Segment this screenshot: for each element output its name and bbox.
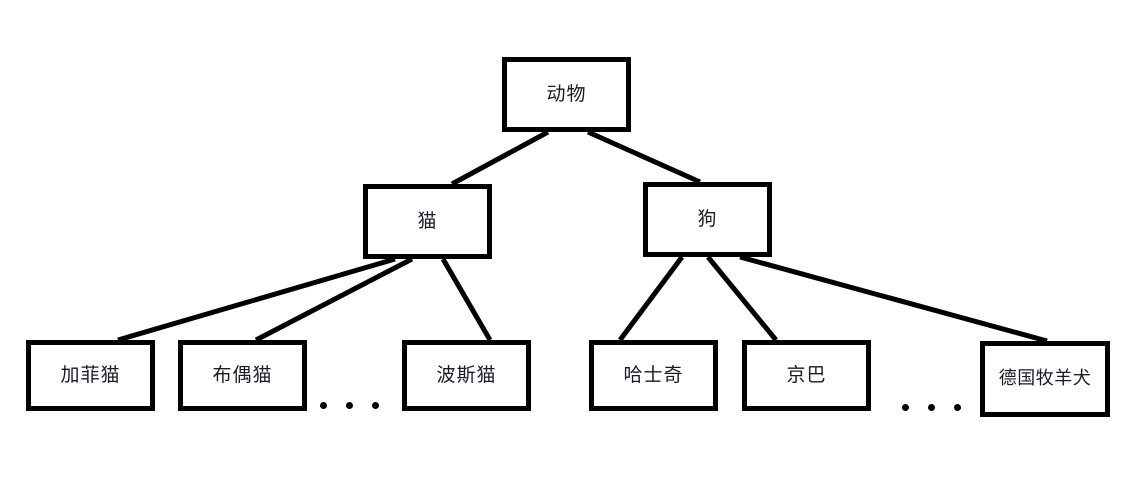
node-animal[interactable]: 动物 [502,57,631,132]
node-husky[interactable]: 哈士奇 [589,340,718,411]
edge-cat-to-ragdoll [254,256,414,343]
edge-dog-to-husky [617,255,685,342]
node-garfield-label: 加菲猫 [60,364,121,387]
node-german-shepherd-label: 德国牧羊犬 [998,368,1092,390]
edge-animal-to-cat [450,129,550,187]
node-dog[interactable]: 狗 [643,182,772,257]
edge-cat-to-garfield [117,256,396,343]
ellipsis-dot [372,402,379,409]
ellipsis-dot [928,404,935,411]
node-cat[interactable]: 猫 [363,184,492,259]
node-animal-label: 动物 [546,83,587,106]
edge-cat-to-persian [440,257,493,342]
node-dog-label: 狗 [697,208,718,231]
node-pekingese[interactable]: 京巴 [742,340,871,411]
node-husky-label: 哈士奇 [623,364,684,387]
cat-ellipsis-icon [320,402,379,409]
node-ragdoll[interactable]: 布偶猫 [178,340,307,411]
node-persian-label: 波斯猫 [436,364,497,387]
node-pekingese-label: 京巴 [786,364,827,387]
dog-ellipsis-icon [902,404,961,411]
edge-dog-to-pekingese [706,255,778,342]
node-garfield[interactable]: 加菲猫 [26,340,155,411]
edge-animal-to-dog [586,129,702,185]
node-cat-label: 猫 [417,210,438,233]
edge-dog-to-german-shepherd [739,254,1048,344]
ellipsis-dot [902,404,909,411]
node-german-shepherd[interactable]: 德国牧羊犬 [980,341,1110,417]
ellipsis-dot [346,402,353,409]
node-ragdoll-label: 布偶猫 [212,364,273,387]
node-persian[interactable]: 波斯猫 [402,340,531,411]
ellipsis-dot [954,404,961,411]
ellipsis-dot [320,402,327,409]
